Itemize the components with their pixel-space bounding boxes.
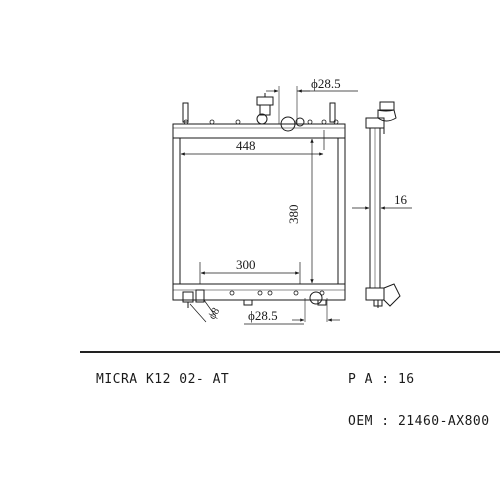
- core-dimension-line: [199, 262, 301, 284]
- bottom-tank: [172, 283, 346, 301]
- bottom-tank-ribs: [229, 290, 325, 296]
- thickness-dimension-label: 16: [394, 192, 408, 207]
- oem-spec: OEM : 21460-AX800: [348, 414, 490, 429]
- radiator-cap: [256, 93, 274, 125]
- side-filler-neck: [377, 101, 397, 134]
- bottom-inlet-pipe: [304, 291, 328, 322]
- model-name: MICRA K12 02- AT: [96, 372, 230, 387]
- pa-value: 16: [397, 372, 415, 387]
- front-view: [172, 86, 358, 325]
- side-outlet: [373, 283, 401, 308]
- side-view: [352, 101, 412, 308]
- right-mount-pin: [329, 102, 336, 123]
- left-mount-pin: [182, 102, 189, 123]
- oem-value: 21460-AX800: [397, 414, 490, 429]
- section-divider: [80, 351, 500, 353]
- width-dimension-label: 448: [236, 138, 256, 153]
- radiator-core: [179, 137, 339, 285]
- oem-label: OEM :: [348, 414, 390, 429]
- top-outlet-pipe: [278, 86, 305, 132]
- drain-dimension-line: [189, 299, 215, 323]
- radiator-technical-drawing: 448 380 300 ϕ28.5 ϕ28.5 ϕ8: [172, 76, 412, 325]
- bottom-pipe-dimension-line: [244, 318, 340, 325]
- top-tank: [172, 123, 346, 139]
- width-dimension-line: [179, 130, 325, 156]
- core-dimension-label: 300: [236, 257, 256, 272]
- right-side-frame: [337, 137, 346, 285]
- top-pipe-dimension-label: ϕ28.5: [311, 76, 341, 91]
- pa-label: P A :: [348, 372, 390, 387]
- drain-plug: [182, 289, 205, 308]
- bottom-pipe-dimension-label: ϕ28.5: [248, 308, 278, 323]
- drain-dimension-label: ϕ8: [206, 305, 222, 321]
- pa-spec: P A : 16: [348, 372, 415, 387]
- left-side-frame: [172, 137, 181, 285]
- height-dimension-label: 380: [286, 205, 301, 225]
